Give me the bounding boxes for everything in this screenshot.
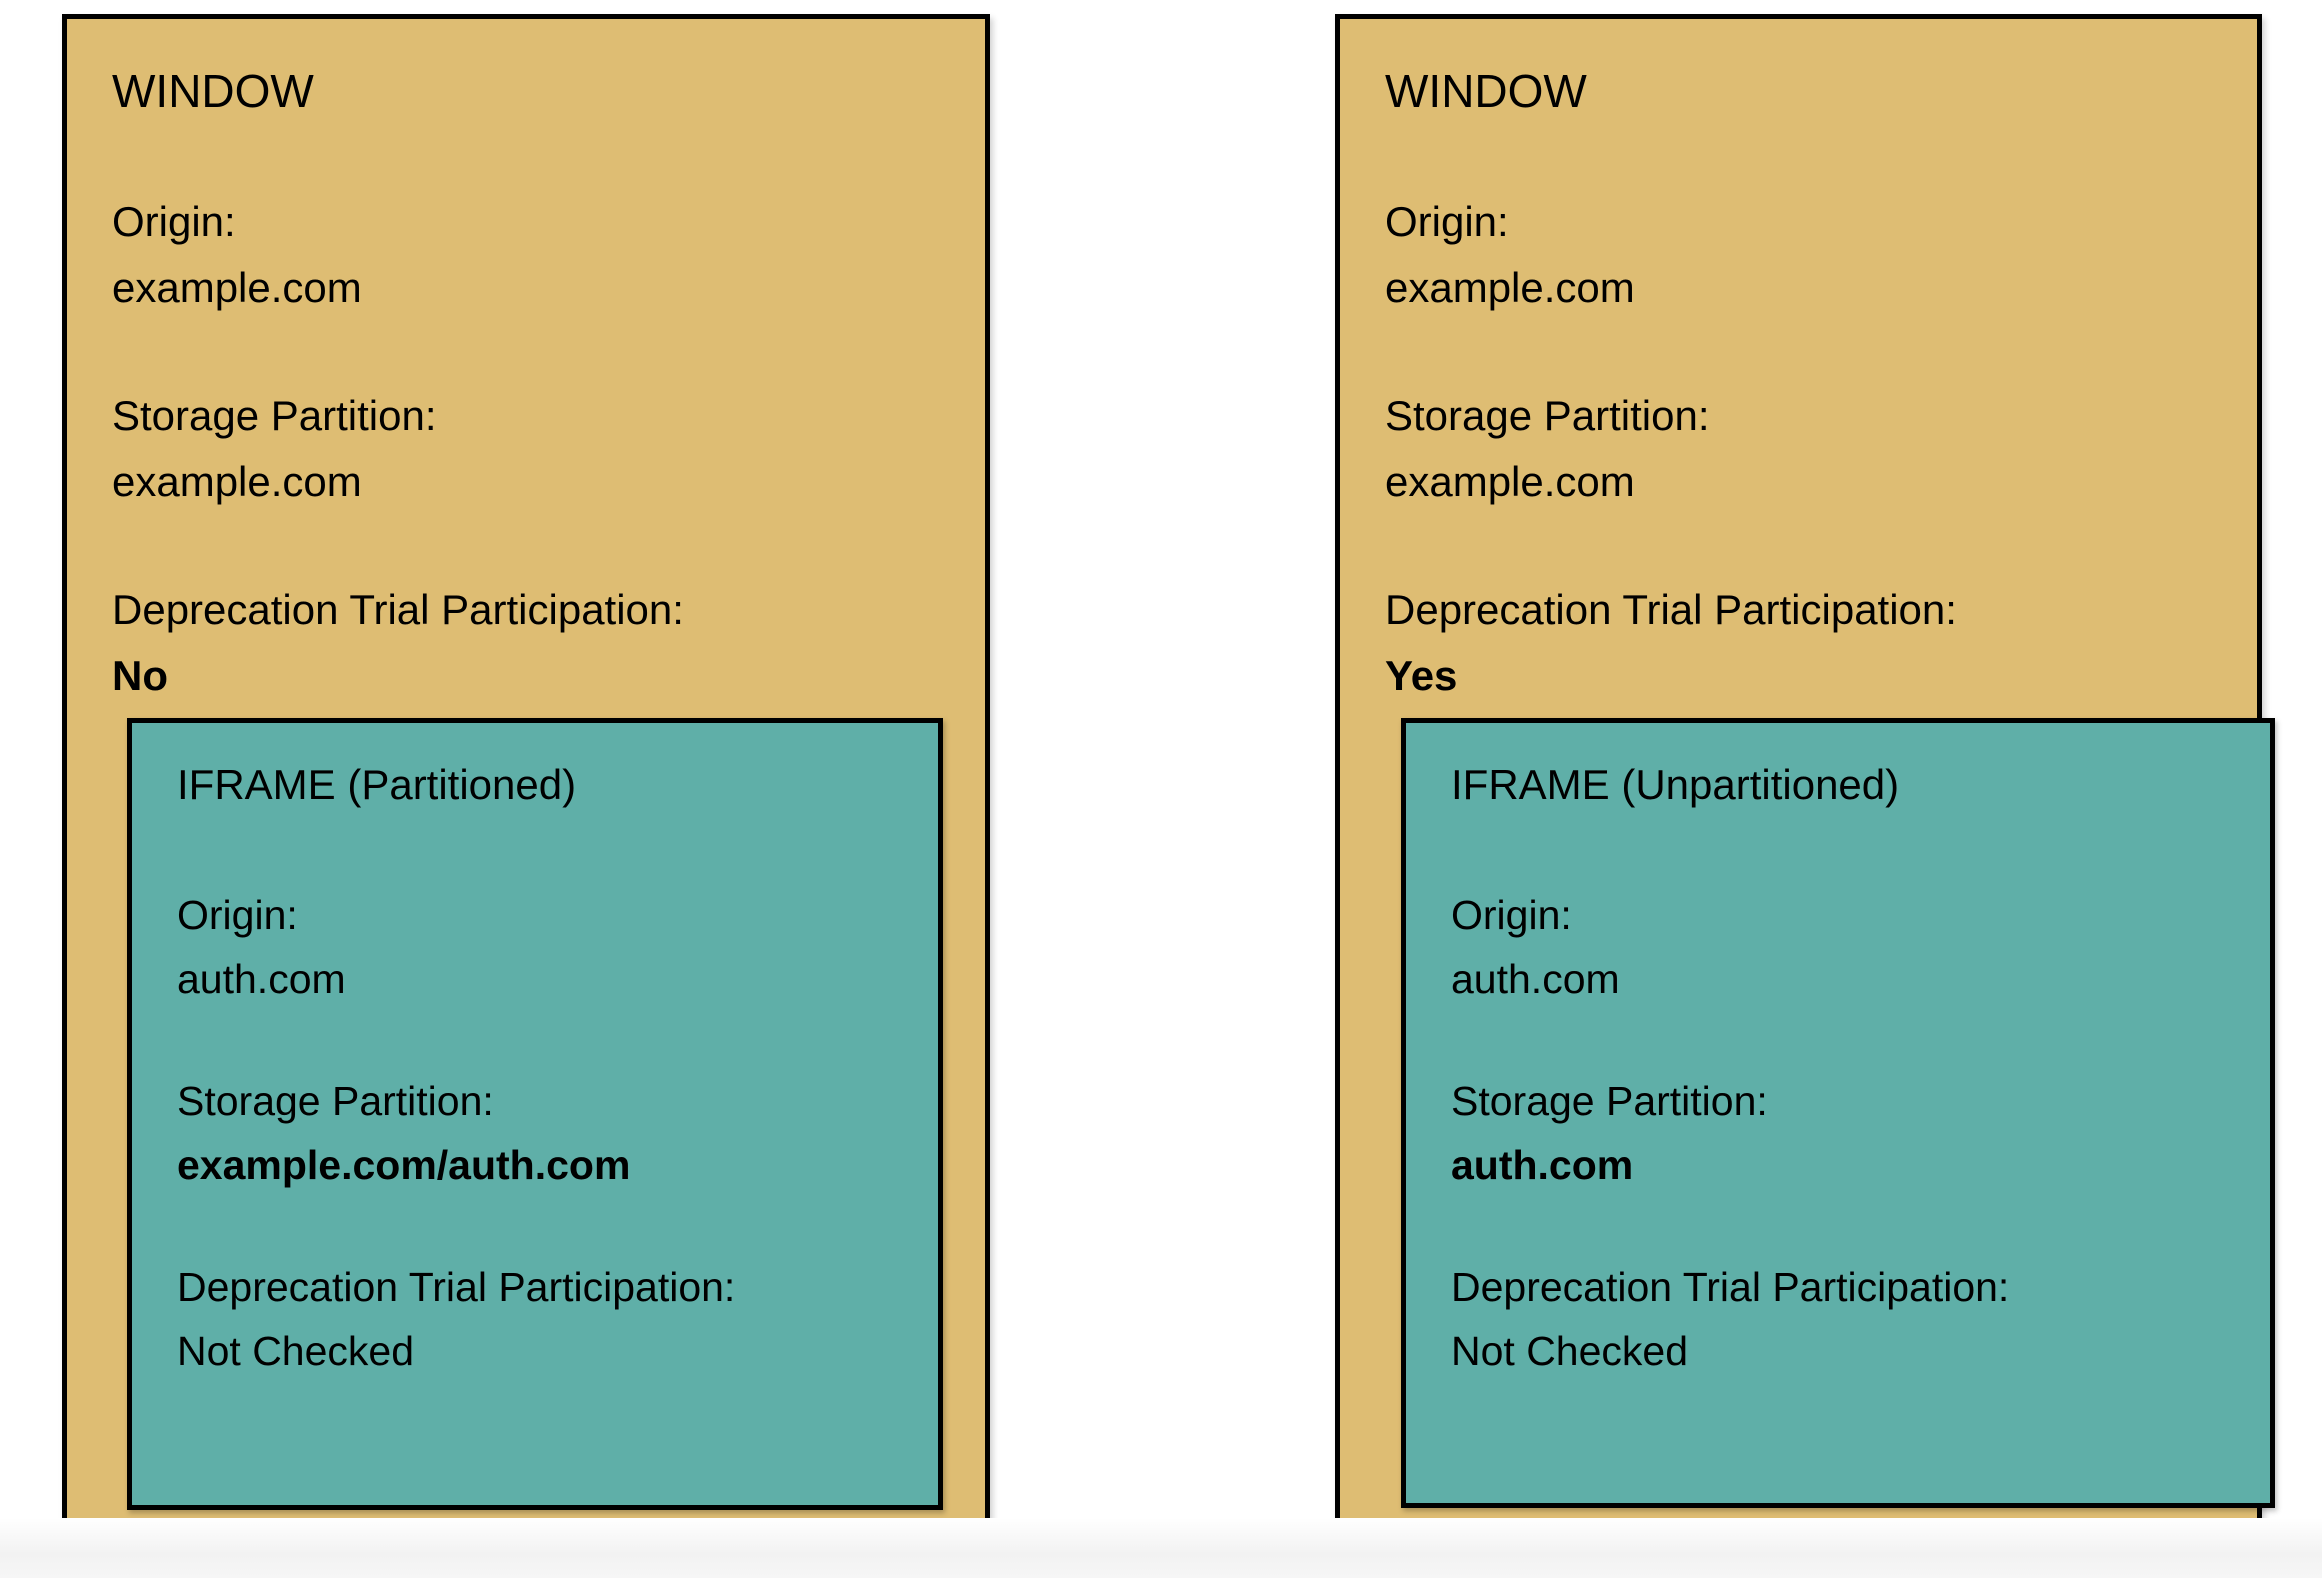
field-origin: Origin: auth.com [177,883,977,1011]
field-label: Origin: [1451,892,1572,938]
field-storage-partition: Storage Partition: auth.com [1451,1069,2251,1197]
field-deprecation-trial-participation: Deprecation Trial Participation: No [112,577,952,709]
field-value: example.com [112,458,362,505]
window-fields-left: Origin: example.com Storage Partition: e… [112,189,952,709]
field-value: example.com [1385,264,1635,311]
field-label: Storage Partition: [112,392,437,439]
field-value: auth.com [1451,1142,1634,1188]
field-label: Storage Partition: [1451,1078,1768,1124]
field-label: Deprecation Trial Participation: [1451,1264,2010,1310]
window-box-left: WINDOW Origin: example.com Storage Parti… [62,14,990,1550]
field-label: Storage Partition: [177,1078,494,1124]
iframe-fields-right: Origin: auth.com Storage Partition: auth… [1451,883,2251,1441]
field-value: Yes [1385,652,1458,699]
iframe-title-right: IFRAME (Unpartitioned) [1451,761,1900,808]
field-label: Origin: [112,198,236,245]
field-value: example.com [1385,458,1635,505]
window-fields-right: Origin: example.com Storage Partition: e… [1385,189,2225,709]
field-value: auth.com [177,956,346,1002]
iframe-box-right: IFRAME (Unpartitioned) Origin: auth.com … [1401,718,2275,1508]
field-deprecation-trial-participation: Deprecation Trial Participation: Not Che… [177,1255,977,1383]
field-storage-partition: Storage Partition: example.com/auth.com [177,1069,977,1197]
window-title-right: WINDOW [1385,65,1587,117]
iframe-fields-left: Origin: auth.com Storage Partition: exam… [177,883,977,1441]
field-label: Origin: [1385,198,1509,245]
field-label: Storage Partition: [1385,392,1710,439]
iframe-box-left: IFRAME (Partitioned) Origin: auth.com St… [127,718,943,1510]
field-storage-partition: Storage Partition: example.com [1385,383,2225,515]
field-label: Origin: [177,892,298,938]
window-title-left: WINDOW [112,65,314,117]
field-value: Not Checked [177,1328,415,1374]
field-value: No [112,652,168,699]
field-value: auth.com [1451,956,1620,1002]
field-value: Not Checked [1451,1328,1689,1374]
field-label: Deprecation Trial Participation: [112,586,684,633]
iframe-title-left: IFRAME (Partitioned) [177,761,577,808]
window-box-right: WINDOW Origin: example.com Storage Parti… [1335,14,2275,1548]
field-origin: Origin: example.com [1385,189,2225,321]
field-deprecation-trial-participation: Deprecation Trial Participation: Not Che… [1451,1255,2251,1383]
field-value: example.com [112,264,362,311]
field-origin: Origin: auth.com [1451,883,2251,1011]
field-deprecation-trial-participation: Deprecation Trial Participation: Yes [1385,577,2225,709]
field-label: Deprecation Trial Participation: [177,1264,736,1310]
field-label: Deprecation Trial Participation: [1385,586,1957,633]
field-storage-partition: Storage Partition: example.com [112,383,952,515]
field-value: example.com/auth.com [177,1142,631,1188]
field-origin: Origin: example.com [112,189,952,321]
